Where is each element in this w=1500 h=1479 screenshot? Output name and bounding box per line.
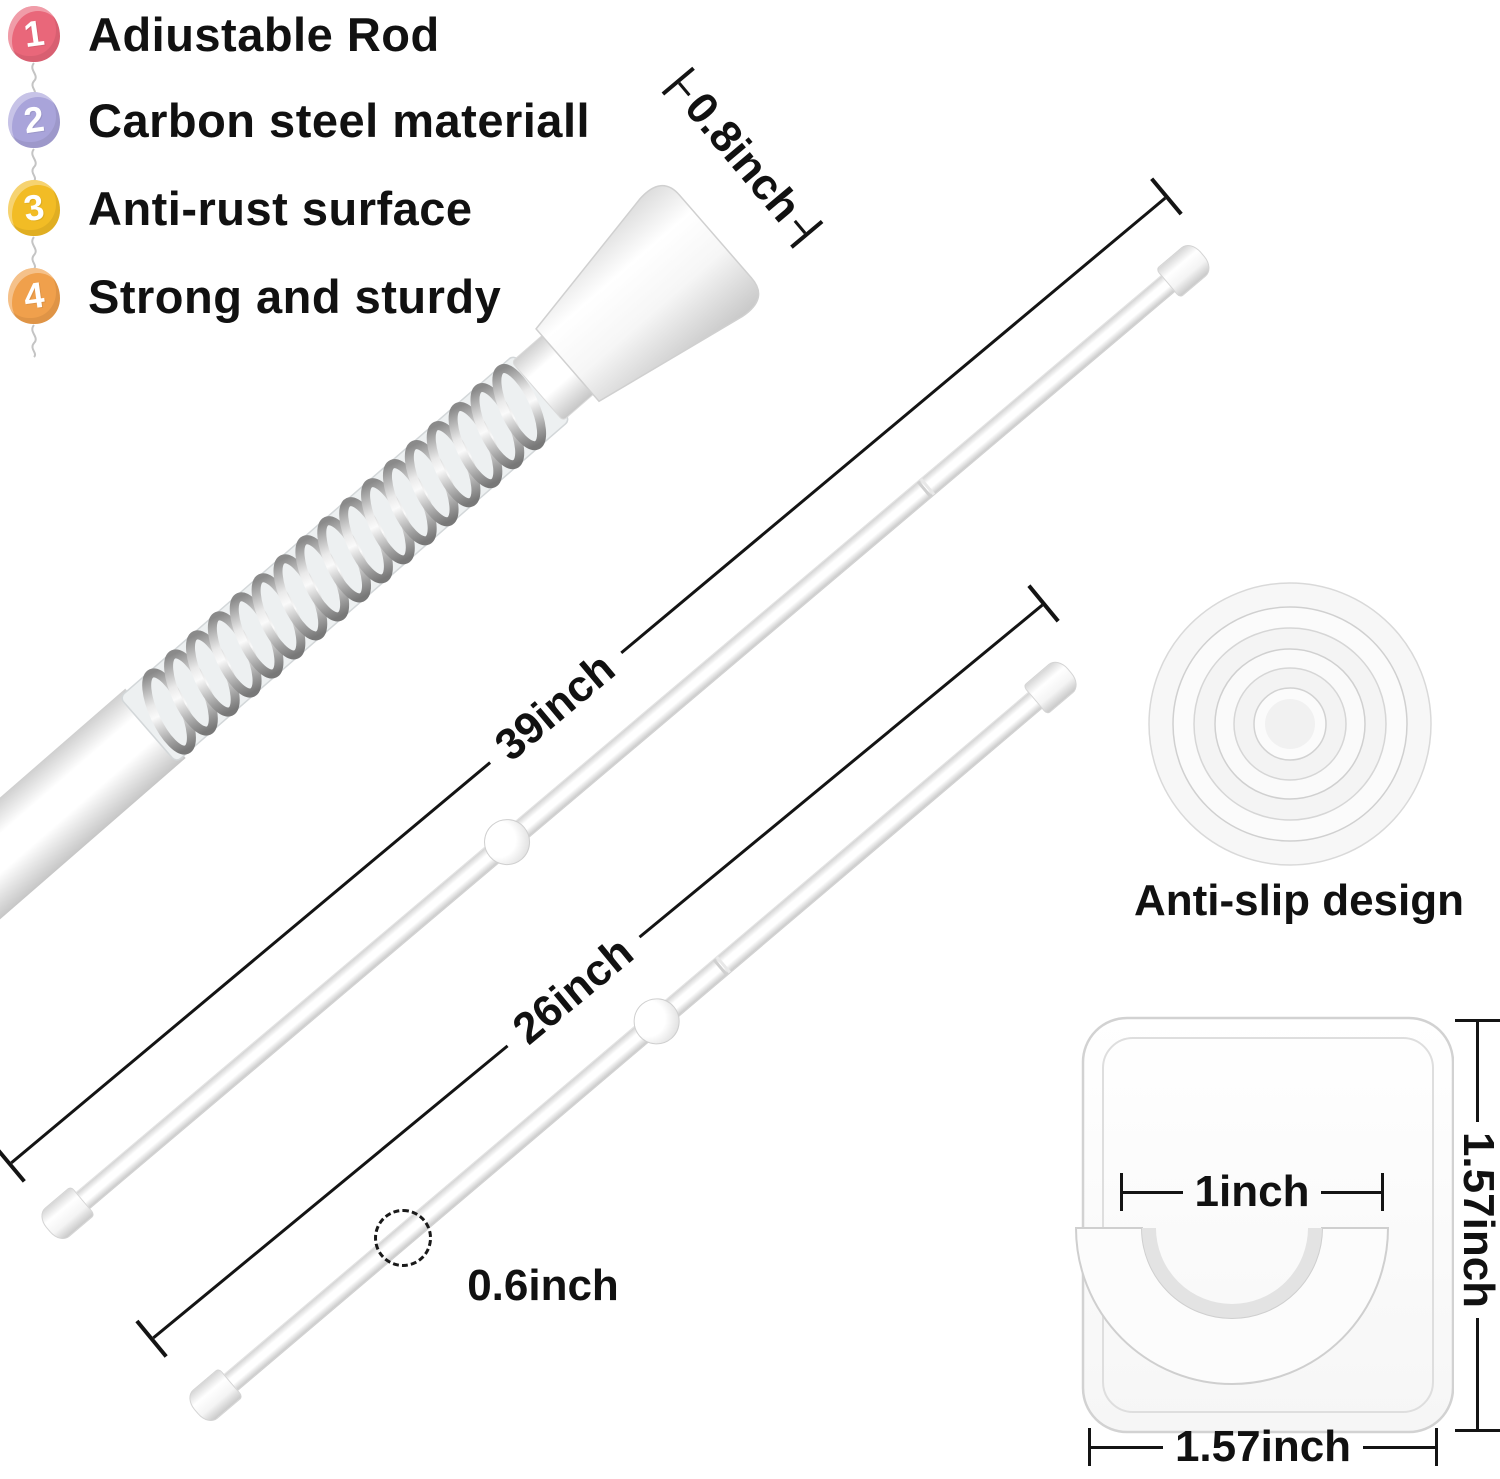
dimension-tick (1150, 177, 1183, 216)
dimension-1inch: 1inch (1120, 1167, 1385, 1216)
anti-slip-pad-svg (1148, 582, 1432, 866)
dimension-tick (135, 1319, 168, 1358)
spring-coil-icon (142, 363, 547, 755)
rod-joint-seam (712, 958, 728, 976)
spring-rod-svg (0, 184, 760, 963)
anti-slip-caption: Anti-slip design (1134, 876, 1464, 925)
dimension-tick (1027, 584, 1060, 623)
rod-joint-seam (916, 480, 933, 498)
rod-end-cone (535, 184, 760, 403)
dimension-tick (1088, 1428, 1091, 1466)
dimension-tick (1120, 1173, 1123, 1211)
balloon-number-2-icon: 2 (8, 92, 60, 182)
rod-tube (0, 688, 186, 963)
spring-rod-cutaway-illustration (0, 168, 776, 992)
dimension-tick (1455, 1429, 1500, 1432)
balloon-string-icon (31, 62, 37, 96)
dimension-line (1363, 1445, 1435, 1449)
dimension-line (1321, 1190, 1382, 1194)
dimension-tick (1435, 1428, 1438, 1466)
dimension-line (1476, 1318, 1479, 1429)
feature-item-4: 4 Strong and sturdy (8, 264, 502, 358)
dimension-hook-width: 1.57inch (1088, 1423, 1438, 1471)
balloon-string-icon (31, 324, 37, 358)
dimension-line (1123, 1190, 1183, 1194)
balloon-number-3-icon: 3 (8, 180, 60, 270)
diameter-callout-circle (374, 1209, 432, 1267)
dimension-0point6inch: 0.6inch (467, 1261, 619, 1310)
rod-26-inch (181, 653, 1085, 1429)
feature-label: Adiustable Rod (88, 7, 440, 61)
anti-slip-pad-illustration (1146, 578, 1436, 873)
dimension-label: 1.57inch (1174, 1422, 1352, 1471)
adhesive-hook-svg (1074, 1016, 1455, 1434)
dimension-tick (1381, 1173, 1385, 1211)
hook-cradle (1074, 1227, 1390, 1385)
dimension-label: 1.57inch (1454, 1131, 1500, 1309)
feature-label: Carbon steel materiall (88, 93, 591, 147)
feature-label: Anti-rust surface (88, 181, 473, 235)
dimension-tick (1455, 1019, 1500, 1022)
dimension-line (1476, 1022, 1479, 1122)
adhesive-hook-illustration (1074, 1006, 1455, 1443)
feature-item-3: 3 Anti-rust surface (8, 176, 473, 270)
balloon-string-icon (31, 236, 37, 270)
feature-item-1: 1 Adiustable Rod (8, 2, 440, 96)
balloon-string-icon (31, 148, 37, 182)
dimension-tick (789, 219, 824, 249)
balloon-number-4-icon: 4 (8, 268, 60, 358)
dimension-line (1091, 1445, 1163, 1449)
feature-label: Strong and sturdy (88, 269, 502, 323)
balloon-number-1-icon: 1 (8, 6, 60, 96)
hook-plate-inner-line (1102, 1037, 1434, 1413)
dimension-tick (661, 66, 695, 96)
feature-item-2: 2 Carbon steel materiall (8, 88, 591, 182)
hook-cradle-shadow (1142, 1227, 1322, 1318)
dimension-label: 1inch (1194, 1167, 1310, 1216)
